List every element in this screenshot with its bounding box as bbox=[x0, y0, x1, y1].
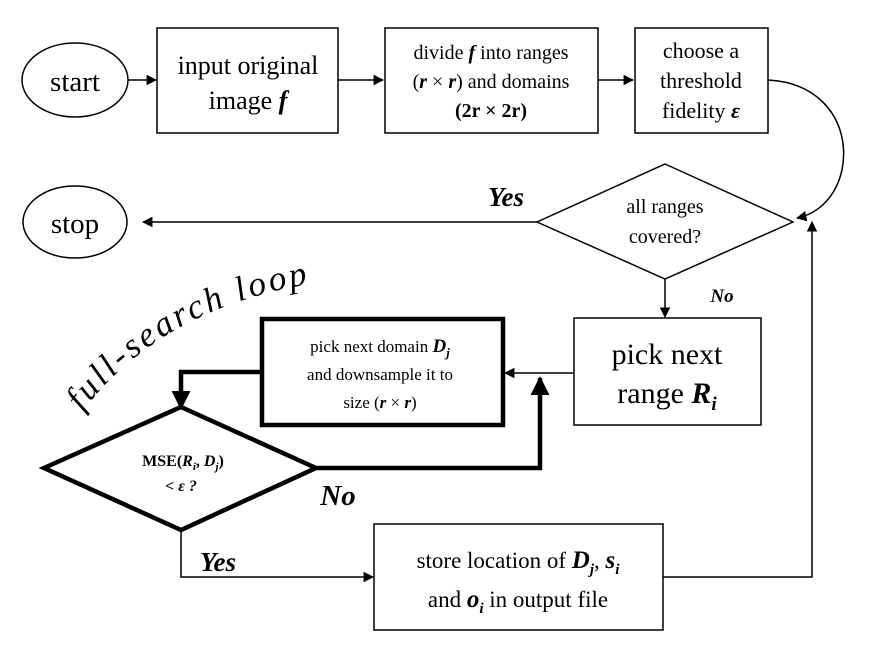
start-label: start bbox=[50, 66, 100, 98]
arrow-store-to-decision bbox=[663, 220, 818, 578]
all-ranges-line2: covered? bbox=[629, 226, 701, 248]
threshold-line3: fidelity ε bbox=[662, 98, 740, 123]
input-image-line1: input original bbox=[178, 51, 319, 80]
no-label-mse: No bbox=[319, 480, 355, 512]
no-label-ranges: No bbox=[709, 286, 733, 307]
yes-label-top: Yes bbox=[488, 182, 524, 212]
arrow-threshold-to-decision bbox=[767, 79, 845, 222]
pick-range-line1: pick next bbox=[612, 338, 723, 371]
mse-decision: MSE(Ri, Dj) < ε ? bbox=[38, 404, 322, 533]
pick-domain-line2: and downsample it to bbox=[307, 365, 453, 384]
threshold-box: choose a threshold fidelity ε bbox=[634, 27, 769, 134]
connectors bbox=[122, 74, 845, 583]
pick-domain-line3: size (r × r) bbox=[343, 393, 416, 412]
pick-domain-box: pick next domain Dj and downsample it to… bbox=[259, 316, 506, 428]
stop-node: stop bbox=[22, 185, 128, 259]
pick-range-box: pick next range Ri bbox=[573, 317, 762, 426]
store-line1: store location of Dj, si bbox=[417, 547, 621, 578]
input-image-box: input original image f bbox=[156, 27, 339, 134]
arrow-mse-yes-to-store bbox=[180, 530, 375, 583]
start-node: start bbox=[21, 42, 129, 118]
divide-line1: divide f into ranges bbox=[414, 42, 569, 64]
divide-box: divide f into ranges (r × r) and domains… bbox=[384, 27, 599, 134]
mse-line2: < ε ? bbox=[165, 478, 197, 495]
store-line2: and oi in output file bbox=[428, 586, 608, 617]
all-ranges-decision: all ranges covered? bbox=[535, 163, 795, 280]
threshold-line2: threshold bbox=[660, 68, 742, 93]
threshold-line1: choose a bbox=[663, 38, 740, 63]
mse-line1: MSE(Ri, Dj) bbox=[142, 453, 224, 473]
stop-label: stop bbox=[51, 208, 99, 240]
divide-line3: (2r × 2r) bbox=[455, 100, 527, 122]
store-box: store location of Dj, si and oi in outpu… bbox=[373, 523, 664, 631]
all-ranges-line1: all ranges bbox=[626, 196, 703, 218]
divide-line2: (r × r) and domains bbox=[413, 71, 570, 93]
arrow-mse-no-loop bbox=[316, 376, 550, 471]
arrow-domain-to-mse bbox=[171, 369, 261, 410]
input-image-line2: image f bbox=[209, 86, 290, 115]
pick-range-line2: range Ri bbox=[617, 377, 717, 415]
pick-domain-line1: pick next domain Dj bbox=[310, 336, 450, 360]
yes-label-mse: Yes bbox=[200, 547, 236, 577]
